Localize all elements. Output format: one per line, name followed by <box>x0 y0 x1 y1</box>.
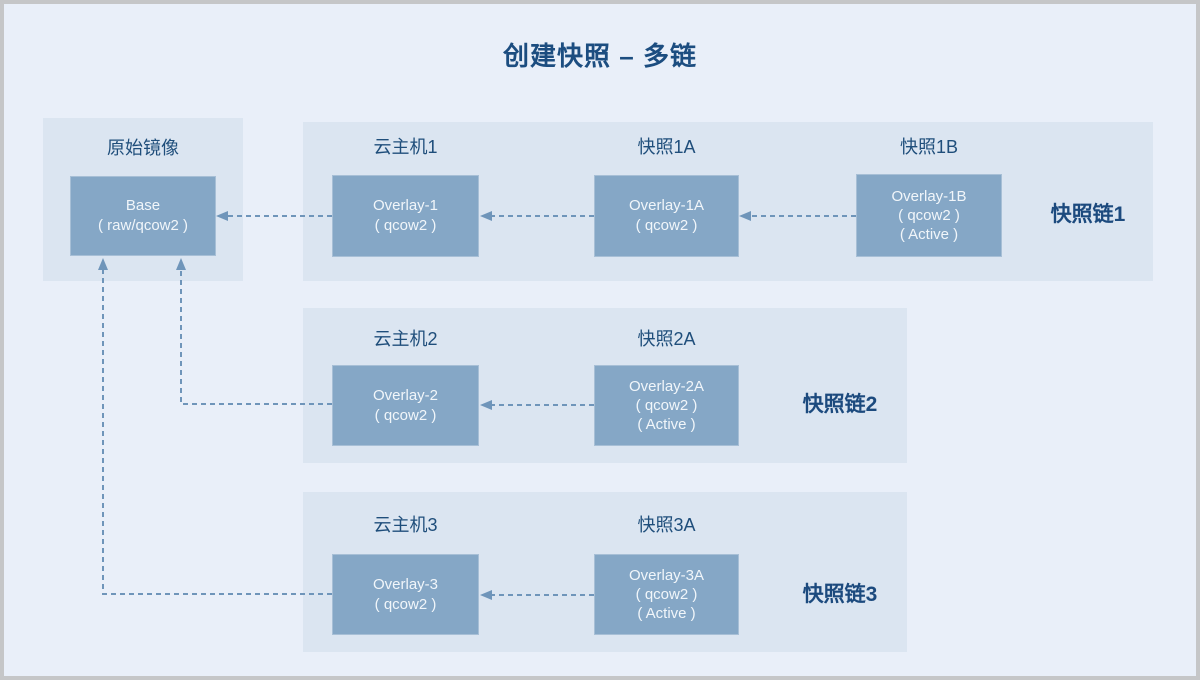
node-format: ( qcow2 ) <box>898 207 960 224</box>
node-format: ( qcow2 ) <box>374 217 437 234</box>
chain2-name-label: 快照链2 <box>802 393 878 416</box>
chain1-overlay-node: Overlay-1 ( qcow2 ) <box>332 175 479 257</box>
node-format: ( qcow2 ) <box>374 406 437 424</box>
slide-title: 创建快照 – 多链 <box>503 41 697 71</box>
node-name: Overlay-2 <box>372 386 439 404</box>
chain1-snapshot-a-header: 快照1A <box>637 137 696 157</box>
node-name: Overlay-1A <box>628 197 705 214</box>
chain1-overlay-b-node: Overlay-1B ( qcow2 ) ( Active ) <box>856 174 1002 257</box>
arrow-overlay3-to-base <box>98 258 332 595</box>
node-active-flag: ( Active ) <box>637 416 696 433</box>
chain3-vm-header: 云主机3 <box>373 515 438 535</box>
node-name: Overlay-1B <box>891 188 967 205</box>
chain2-snapshot-a-header: 快照2A <box>637 329 696 349</box>
node-format: ( qcow2 ) <box>374 595 437 613</box>
chain2-vm-header: 云主机2 <box>373 329 438 349</box>
node-name: Overlay-1 <box>372 197 439 214</box>
node-format: ( qcow2 ) <box>635 586 698 603</box>
chain1-name-label: 快照链1 <box>1050 203 1126 226</box>
chain3-snapshot-a-header: 快照3A <box>637 515 696 535</box>
chain1-vm-header: 云主机1 <box>373 137 438 157</box>
chain1-overlay-a-node: Overlay-1A ( qcow2 ) <box>594 175 739 257</box>
node-active-flag: ( Active ) <box>637 605 696 622</box>
chain2-overlay-node: Overlay-2 ( qcow2 ) <box>332 365 479 446</box>
base-node-format: ( raw/qcow2 ) <box>97 217 189 234</box>
chain3-overlay-a-node: Overlay-3A ( qcow2 ) ( Active ) <box>594 554 739 635</box>
chain3-overlay-node: Overlay-3 ( qcow2 ) <box>332 554 479 635</box>
node-format: ( qcow2 ) <box>635 217 698 234</box>
chain1-snapshot-b-header: 快照1B <box>899 137 959 157</box>
chain3-name-label: 快照链3 <box>802 583 878 606</box>
base-image-node: Base ( raw/qcow2 ) <box>70 176 216 256</box>
node-format: ( qcow2 ) <box>635 397 698 414</box>
base-node-name: Base <box>125 197 161 214</box>
node-active-flag: ( Active ) <box>899 226 959 243</box>
chain2-overlay-a-node: Overlay-2A ( qcow2 ) ( Active ) <box>594 365 739 446</box>
node-name: Overlay-3 <box>372 575 439 593</box>
node-name: Overlay-3A <box>628 567 705 584</box>
node-name: Overlay-2A <box>628 378 705 395</box>
base-image-label: 原始镜像 <box>107 138 179 158</box>
